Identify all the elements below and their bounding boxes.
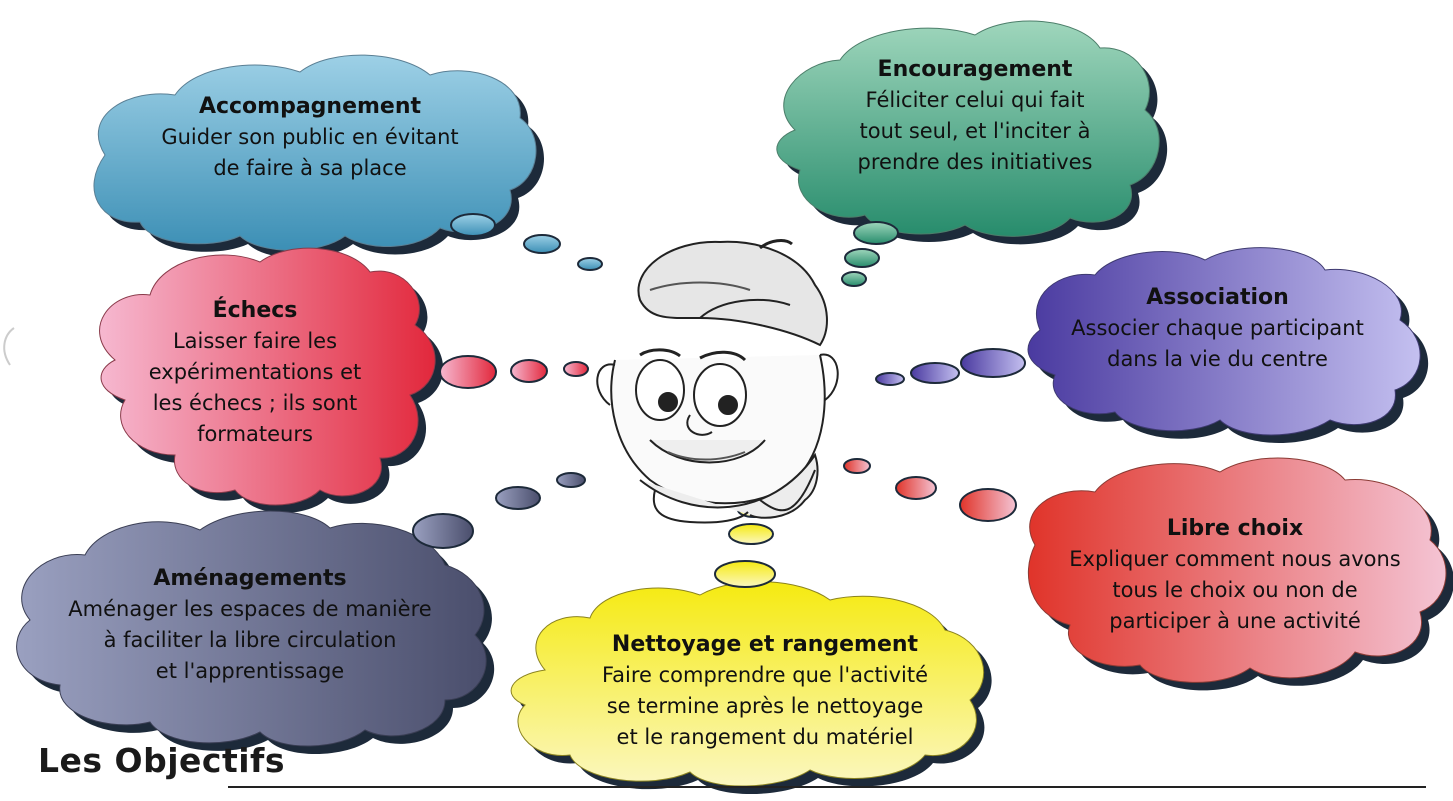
cloud-nettoyage — [510, 502, 992, 795]
cloud-accompagnement-title: Accompagnement — [198, 94, 422, 119]
cloud-libre-choix-line-2: tous le choix ou non de — [1112, 578, 1358, 602]
thought-bubble — [959, 488, 1017, 522]
cloud-association-line-1: Associer chaque participant — [1071, 316, 1364, 340]
cloud-encouragement-title: Encouragement — [877, 57, 1073, 82]
cloud-association-line-2: dans la vie du centre — [1107, 347, 1328, 371]
cloud-echecs-title: Échecs — [212, 298, 298, 323]
scan-mark — [3, 327, 15, 366]
cloud-echecs-line-3: les échecs ; ils sont — [152, 391, 358, 415]
cloud-encouragement-line-2: tout seul, et l'inciter à — [859, 119, 1091, 143]
footer-title: Les Objectifs — [38, 741, 286, 780]
cloud-amenagements-title: Aménagements — [153, 566, 347, 591]
thought-bubble — [439, 355, 497, 389]
cloud-encouragement-line-1: Féliciter celui qui fait — [865, 88, 1085, 112]
cartoon-boy-illustration — [596, 239, 839, 524]
cloud-amenagements — [16, 472, 586, 755]
cloud-association-text: Association Associer chaque participant … — [1040, 283, 1395, 375]
thought-bubble — [563, 361, 589, 377]
cloud-libre-choix-title: Libre choix — [1166, 516, 1304, 541]
thought-bubble — [895, 476, 937, 500]
cloud-nettoyage-title: Nettoyage et rangement — [611, 632, 919, 657]
thought-bubble — [841, 271, 867, 287]
footer-underline — [228, 786, 1426, 788]
cloud-encouragement — [776, 20, 1168, 287]
cloud-echecs-line-2: expérimentations et — [148, 360, 362, 384]
cloud-encouragement-line-3: prendre des initiatives — [857, 150, 1093, 174]
thought-bubble — [450, 213, 496, 237]
cloud-echecs-line-4: formateurs — [197, 422, 313, 446]
thought-bubble — [577, 257, 603, 271]
cloud-association — [875, 247, 1429, 443]
cloud-amenagements-line-1: Aménager les espaces de manière — [68, 597, 432, 621]
thought-bubble — [728, 523, 774, 545]
cloud-nettoyage-text: Nettoyage et rangement Faire comprendre … — [555, 630, 975, 753]
cloud-accompagnement — [93, 54, 603, 271]
cloud-accompagnement-text: Accompagnement Guider son public en évit… — [120, 92, 500, 184]
thought-bubble — [844, 248, 880, 268]
thought-bubble — [523, 234, 561, 254]
thought-bubble — [510, 359, 548, 383]
cloud-association-title: Association — [1146, 285, 1289, 310]
cloud-accompagnement-line-1: Guider son public en évitant — [161, 125, 459, 149]
cloud-nettoyage-line-1: Faire comprendre que l'activité — [601, 663, 929, 687]
cloud-nettoyage-line-3: et le rangement du matériel — [616, 725, 914, 749]
thought-bubble — [412, 513, 474, 549]
cloud-libre-choix-text: Libre choix Expliquer comment nous avons… — [1035, 514, 1435, 637]
thought-bubble — [714, 560, 776, 588]
cloud-amenagements-line-3: et l'apprentissage — [155, 659, 345, 683]
cloud-libre-choix-line-3: participer à une activité — [1109, 609, 1361, 633]
cloud-echecs-line-1: Laisser faire les — [172, 329, 338, 353]
thought-bubble — [960, 348, 1026, 378]
cloud-libre-choix — [843, 457, 1453, 691]
cloud-libre-choix-line-1: Expliquer comment nous avons — [1069, 547, 1401, 571]
cloud-echecs-text: Échecs Laisser faire les expérimentation… — [110, 296, 400, 450]
cloud-accompagnement-line-2: de faire à sa place — [213, 156, 407, 180]
thought-bubble — [843, 458, 871, 474]
thought-bubble — [875, 372, 905, 386]
thought-bubble — [495, 486, 541, 510]
cloud-amenagements-line-2: à faciliter la libre circulation — [103, 628, 397, 652]
thought-bubble — [853, 221, 899, 245]
thought-bubble — [556, 472, 586, 488]
thought-bubble — [910, 362, 960, 384]
cloud-nettoyage-line-2: se termine après le nettoyage — [606, 694, 924, 718]
cloud-encouragement-text: Encouragement Féliciter celui qui fait t… — [810, 55, 1140, 178]
cloud-amenagements-text: Aménagements Aménager les espaces de man… — [20, 564, 480, 687]
cloud-echecs — [99, 247, 589, 513]
